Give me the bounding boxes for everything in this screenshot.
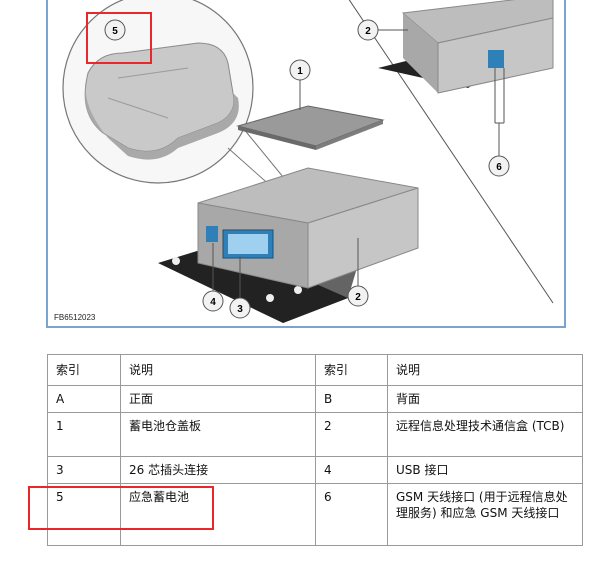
table-header-row: 索引 说明 索引 说明 <box>47 354 583 386</box>
magnifier-bubble <box>62 0 289 189</box>
table-cell: 6 <box>315 483 388 546</box>
divider-line <box>348 0 554 304</box>
table-cell: GSM 天线接口 (用于远程信息处理服务) 和应急 GSM 天线接口 <box>387 483 583 546</box>
svg-text:5: 5 <box>112 26 118 37</box>
table-cell: 应急蓄电池 <box>120 483 316 546</box>
table-cell: 26 芯插头连接 <box>120 456 316 484</box>
table-row: 5 应急蓄电池 6 GSM 天线接口 (用于远程信息处理服务) 和应急 GSM … <box>47 483 583 546</box>
callout-1: 1 <box>289 59 311 110</box>
tcb-illustration: 1 2 2 3 4 5 6 <box>62 0 554 323</box>
header-index-1: 索引 <box>47 354 121 386</box>
svg-text:2: 2 <box>355 292 361 303</box>
table-row: 1 蓄电池仓盖板 2 远程信息处理技术通信盒 (TCB) <box>47 412 583 457</box>
header-desc-1: 说明 <box>120 354 316 386</box>
table-cell: 3 <box>47 456 121 484</box>
svg-text:3: 3 <box>237 304 243 315</box>
header-index-2: 索引 <box>315 354 388 386</box>
table-cell: A <box>47 385 121 413</box>
table-row: 3 26 芯插头连接 4 USB 接口 <box>47 456 583 484</box>
table-cell: 4 <box>315 456 388 484</box>
tcb-unit-back <box>378 0 554 124</box>
callout-5: 5 <box>104 19 126 41</box>
table-cell: 蓄电池仓盖板 <box>120 412 316 457</box>
callout-2-back: 2 <box>357 19 408 41</box>
figure-code: FB6512023 <box>54 313 96 322</box>
table-cell: USB 接口 <box>387 456 583 484</box>
svg-text:4: 4 <box>210 297 216 308</box>
header-desc-2: 说明 <box>387 354 583 386</box>
callout-2-front: 2 <box>347 238 369 307</box>
table-cell: 远程信息处理技术通信盒 (TCB) <box>387 412 583 457</box>
table-cell: B <box>315 385 388 413</box>
table-cell: 5 <box>47 483 121 546</box>
battery-cover-plate <box>236 105 385 150</box>
svg-text:6: 6 <box>496 162 502 173</box>
table-cell: 正面 <box>120 385 316 413</box>
table-cell: 2 <box>315 412 388 457</box>
legend-table: 索引 说明 索引 说明 A 正面 B 背面 1 蓄电池仓盖板 2 远程信息处理技… <box>47 354 583 546</box>
table-cell: 背面 <box>387 385 583 413</box>
svg-text:1: 1 <box>297 66 303 77</box>
callout-6: 6 <box>488 123 510 177</box>
callout-4: 4 <box>202 243 224 312</box>
callout-3: 3 <box>229 256 251 319</box>
illustration-frame: 1 2 2 3 4 5 6 FB6 <box>46 0 566 328</box>
tcb-unit-front <box>158 167 419 323</box>
table-row: A 正面 B 背面 <box>47 385 583 413</box>
svg-text:2: 2 <box>365 26 371 37</box>
table-cell: 1 <box>47 412 121 457</box>
